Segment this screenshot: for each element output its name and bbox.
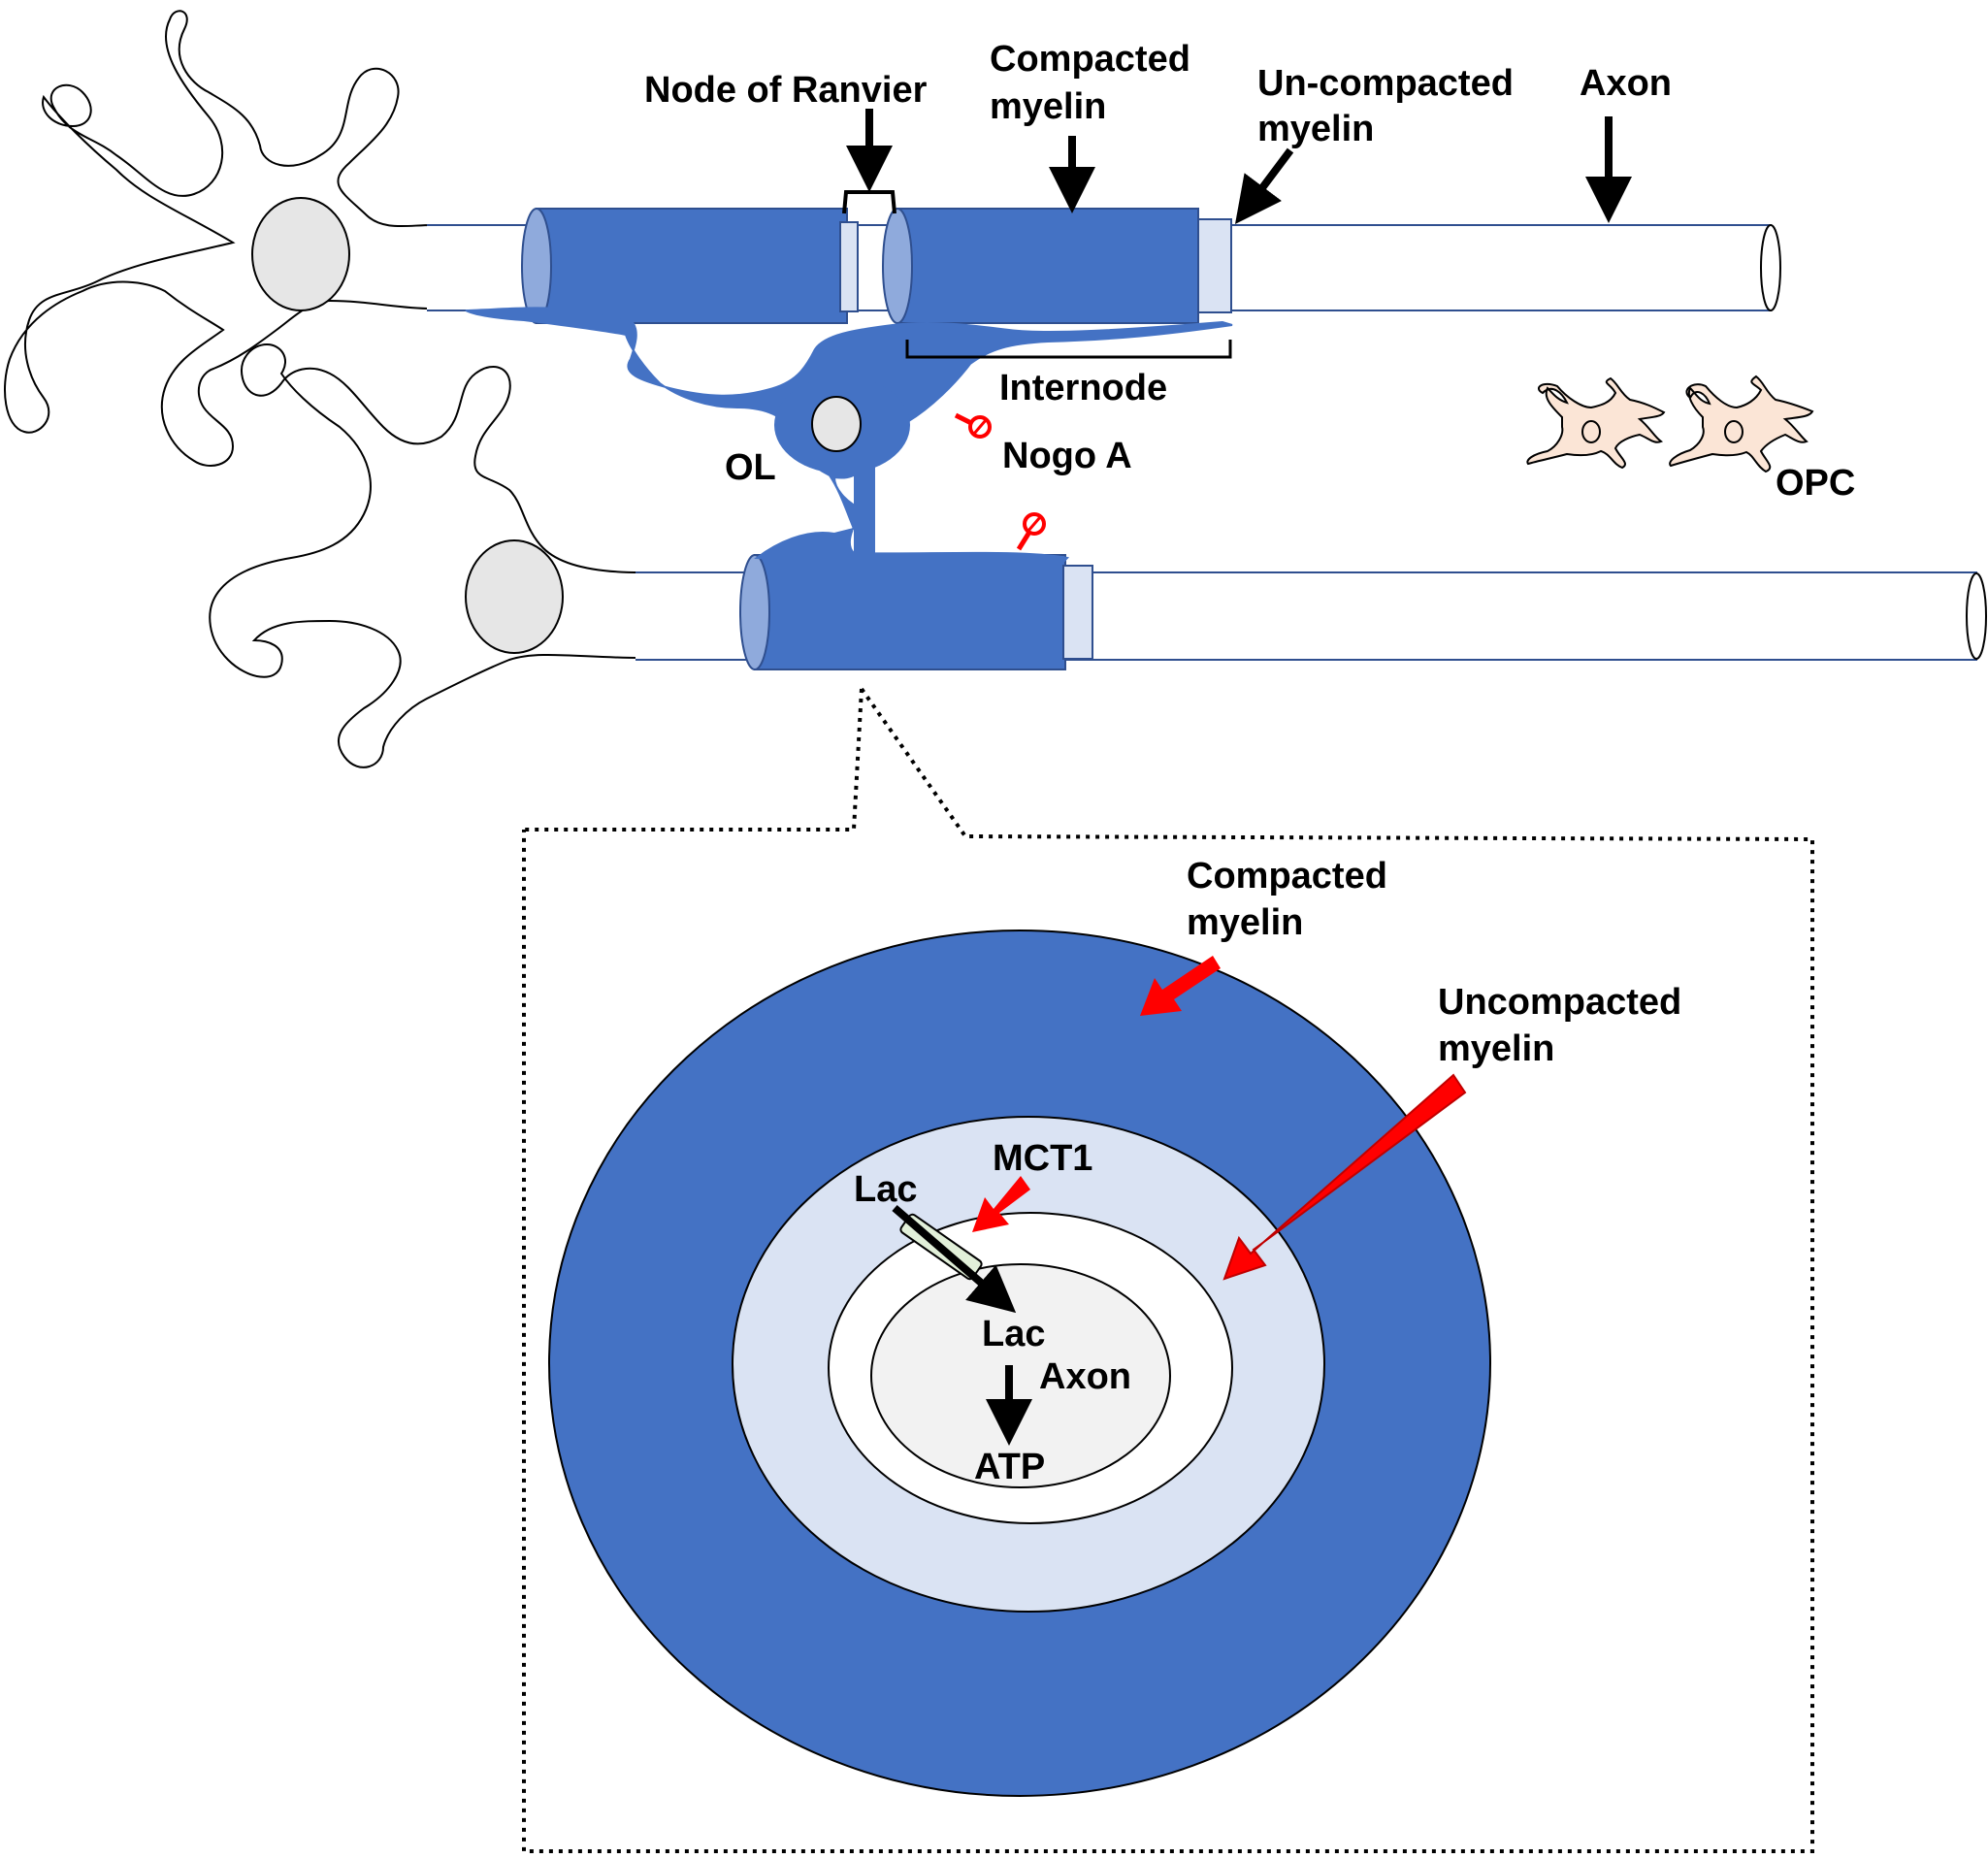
internode-bracket [905,340,1232,359]
opc-cell-2 [1669,375,1814,473]
upper-neuron [4,10,433,467]
upper-axon [427,208,1781,324]
label-uncompacted-myelin-top-line1: Un-compacted [1257,63,1514,104]
label-compacted-myelin-inset-line2: myelin [1187,902,1303,943]
lower-axon [636,554,1987,670]
oligodendrocyte [465,307,1233,565]
label-opc: OPC [1776,463,1855,504]
nogo-a-marker-1 [954,412,992,439]
label-uncompacted-myelin-top-line2: myelin [1257,109,1374,149]
zoom-line-left [524,688,864,832]
nogo-a-marker-2 [1016,512,1046,551]
label-compacted-myelin-top-line1: Compacted [990,39,1190,80]
label-uncompacted-myelin-inset-line1: Uncompacted [1438,982,1681,1023]
label-mct1: MCT1 [993,1138,1092,1179]
lower-axon-end [1966,572,1987,660]
internode-2-sheath [896,208,1199,324]
label-node-of-ranvier: Node of Ranvier [644,70,928,111]
label-internode: Internode [999,368,1167,408]
label-compacted-myelin-top-line2: myelin [990,86,1106,127]
label-lac-outside: Lac [854,1169,917,1210]
ol-stalk [854,456,875,553]
label-uncompacted-myelin-inset-line2: myelin [1438,1028,1554,1069]
upper-neuron-soma [4,10,433,467]
upper-neuron-nucleus [251,197,350,311]
upper-axon-end [1760,224,1781,311]
mct1-red-arrow [972,1176,1030,1232]
uncompacted-myelin-arrow [1235,147,1294,224]
label-axon-inset: Axon [1039,1356,1131,1397]
lower-internode-end [739,554,770,670]
label-atp: ATP [974,1447,1045,1487]
zoom-line-right [522,687,1814,1853]
lower-neuron-soma [209,342,641,768]
internode-1-uncompacted [839,221,859,312]
lower-neuron-nucleus [465,539,564,654]
label-axon-top: Axon [1580,63,1672,104]
label-ol: OL [725,447,776,488]
axon-core [870,1263,1171,1488]
label-lac-inside: Lac [982,1314,1045,1354]
cross-section [548,930,1491,1797]
lower-internode-uncompacted [1062,565,1093,660]
internode-1-sheath [536,208,848,324]
uncompacted-myelin-red-arrow [1222,1073,1467,1281]
opc-cell-1 [1526,376,1666,470]
internode-1-end [521,208,552,324]
lower-internode-sheath [754,554,1066,670]
node-of-ranvier-bracket [842,190,896,214]
internode-2-end [882,208,913,324]
lower-neuron [209,342,641,768]
lac-transport-arrow [892,1204,1017,1314]
zoom-callout [522,687,1814,1853]
internode-2-uncompacted [1197,218,1232,313]
label-nogo-a: Nogo A [1002,436,1132,476]
label-compacted-myelin-inset-line1: Compacted [1187,856,1387,897]
compacted-myelin-red-arrow [1140,956,1221,1016]
ol-nucleus [811,396,862,452]
